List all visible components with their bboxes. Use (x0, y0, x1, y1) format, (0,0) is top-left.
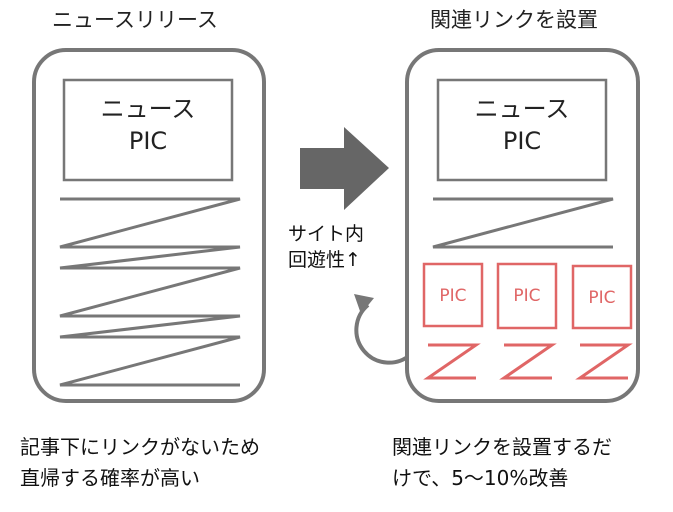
left-news-pic-sub: PIC (129, 127, 167, 155)
left-article-text-lines (59, 197, 241, 387)
left-caption-line1: 記事下にリンクがないため (20, 435, 260, 459)
left-news-pic-box (62, 78, 234, 182)
right-heading: 関連リンクを設置 (430, 8, 598, 32)
related-pic-label-1: PIC (439, 286, 466, 306)
left-caption-line2: 直帰する確率が高い (20, 466, 200, 490)
related-pic-label-3: PIC (588, 288, 615, 308)
related-pic-box-1 (422, 262, 484, 328)
related-pic-box-3 (571, 264, 633, 330)
left-news-pic-label: ニュース (101, 95, 196, 123)
related-text-lines-1 (423, 343, 481, 380)
right-caption-line2: けで、5～10%改善 (392, 466, 569, 490)
related-pic-box-2 (496, 262, 558, 330)
left-caption: 記事下にリンクがないため 直帰する確率が高い (20, 432, 260, 494)
right-news-pic-sub: PIC (503, 127, 541, 155)
circular-arrow-icon (354, 303, 412, 365)
left-heading: ニュースリリース (52, 8, 218, 32)
arrow-label-line2: 回遊性↑ (288, 249, 361, 271)
related-text-lines-2 (499, 343, 557, 380)
arrow-label: サイト内 回遊性↑ (288, 221, 364, 273)
related-pic-label-2: PIC (513, 286, 540, 306)
right-article-text-lines (432, 197, 614, 249)
right-news-pic-label: ニュース (475, 95, 570, 123)
circular-arrow-head-icon (354, 294, 374, 314)
arrow-label-line1: サイト内 (288, 223, 365, 245)
right-news-pic-box (436, 78, 608, 182)
right-caption: 関連リンクを設置するだ けで、5～10%改善 (392, 432, 612, 494)
related-text-lines-3 (575, 343, 633, 380)
right-arrow-icon (300, 127, 389, 210)
right-caption-line1: 関連リンクを設置するだ (392, 435, 612, 459)
